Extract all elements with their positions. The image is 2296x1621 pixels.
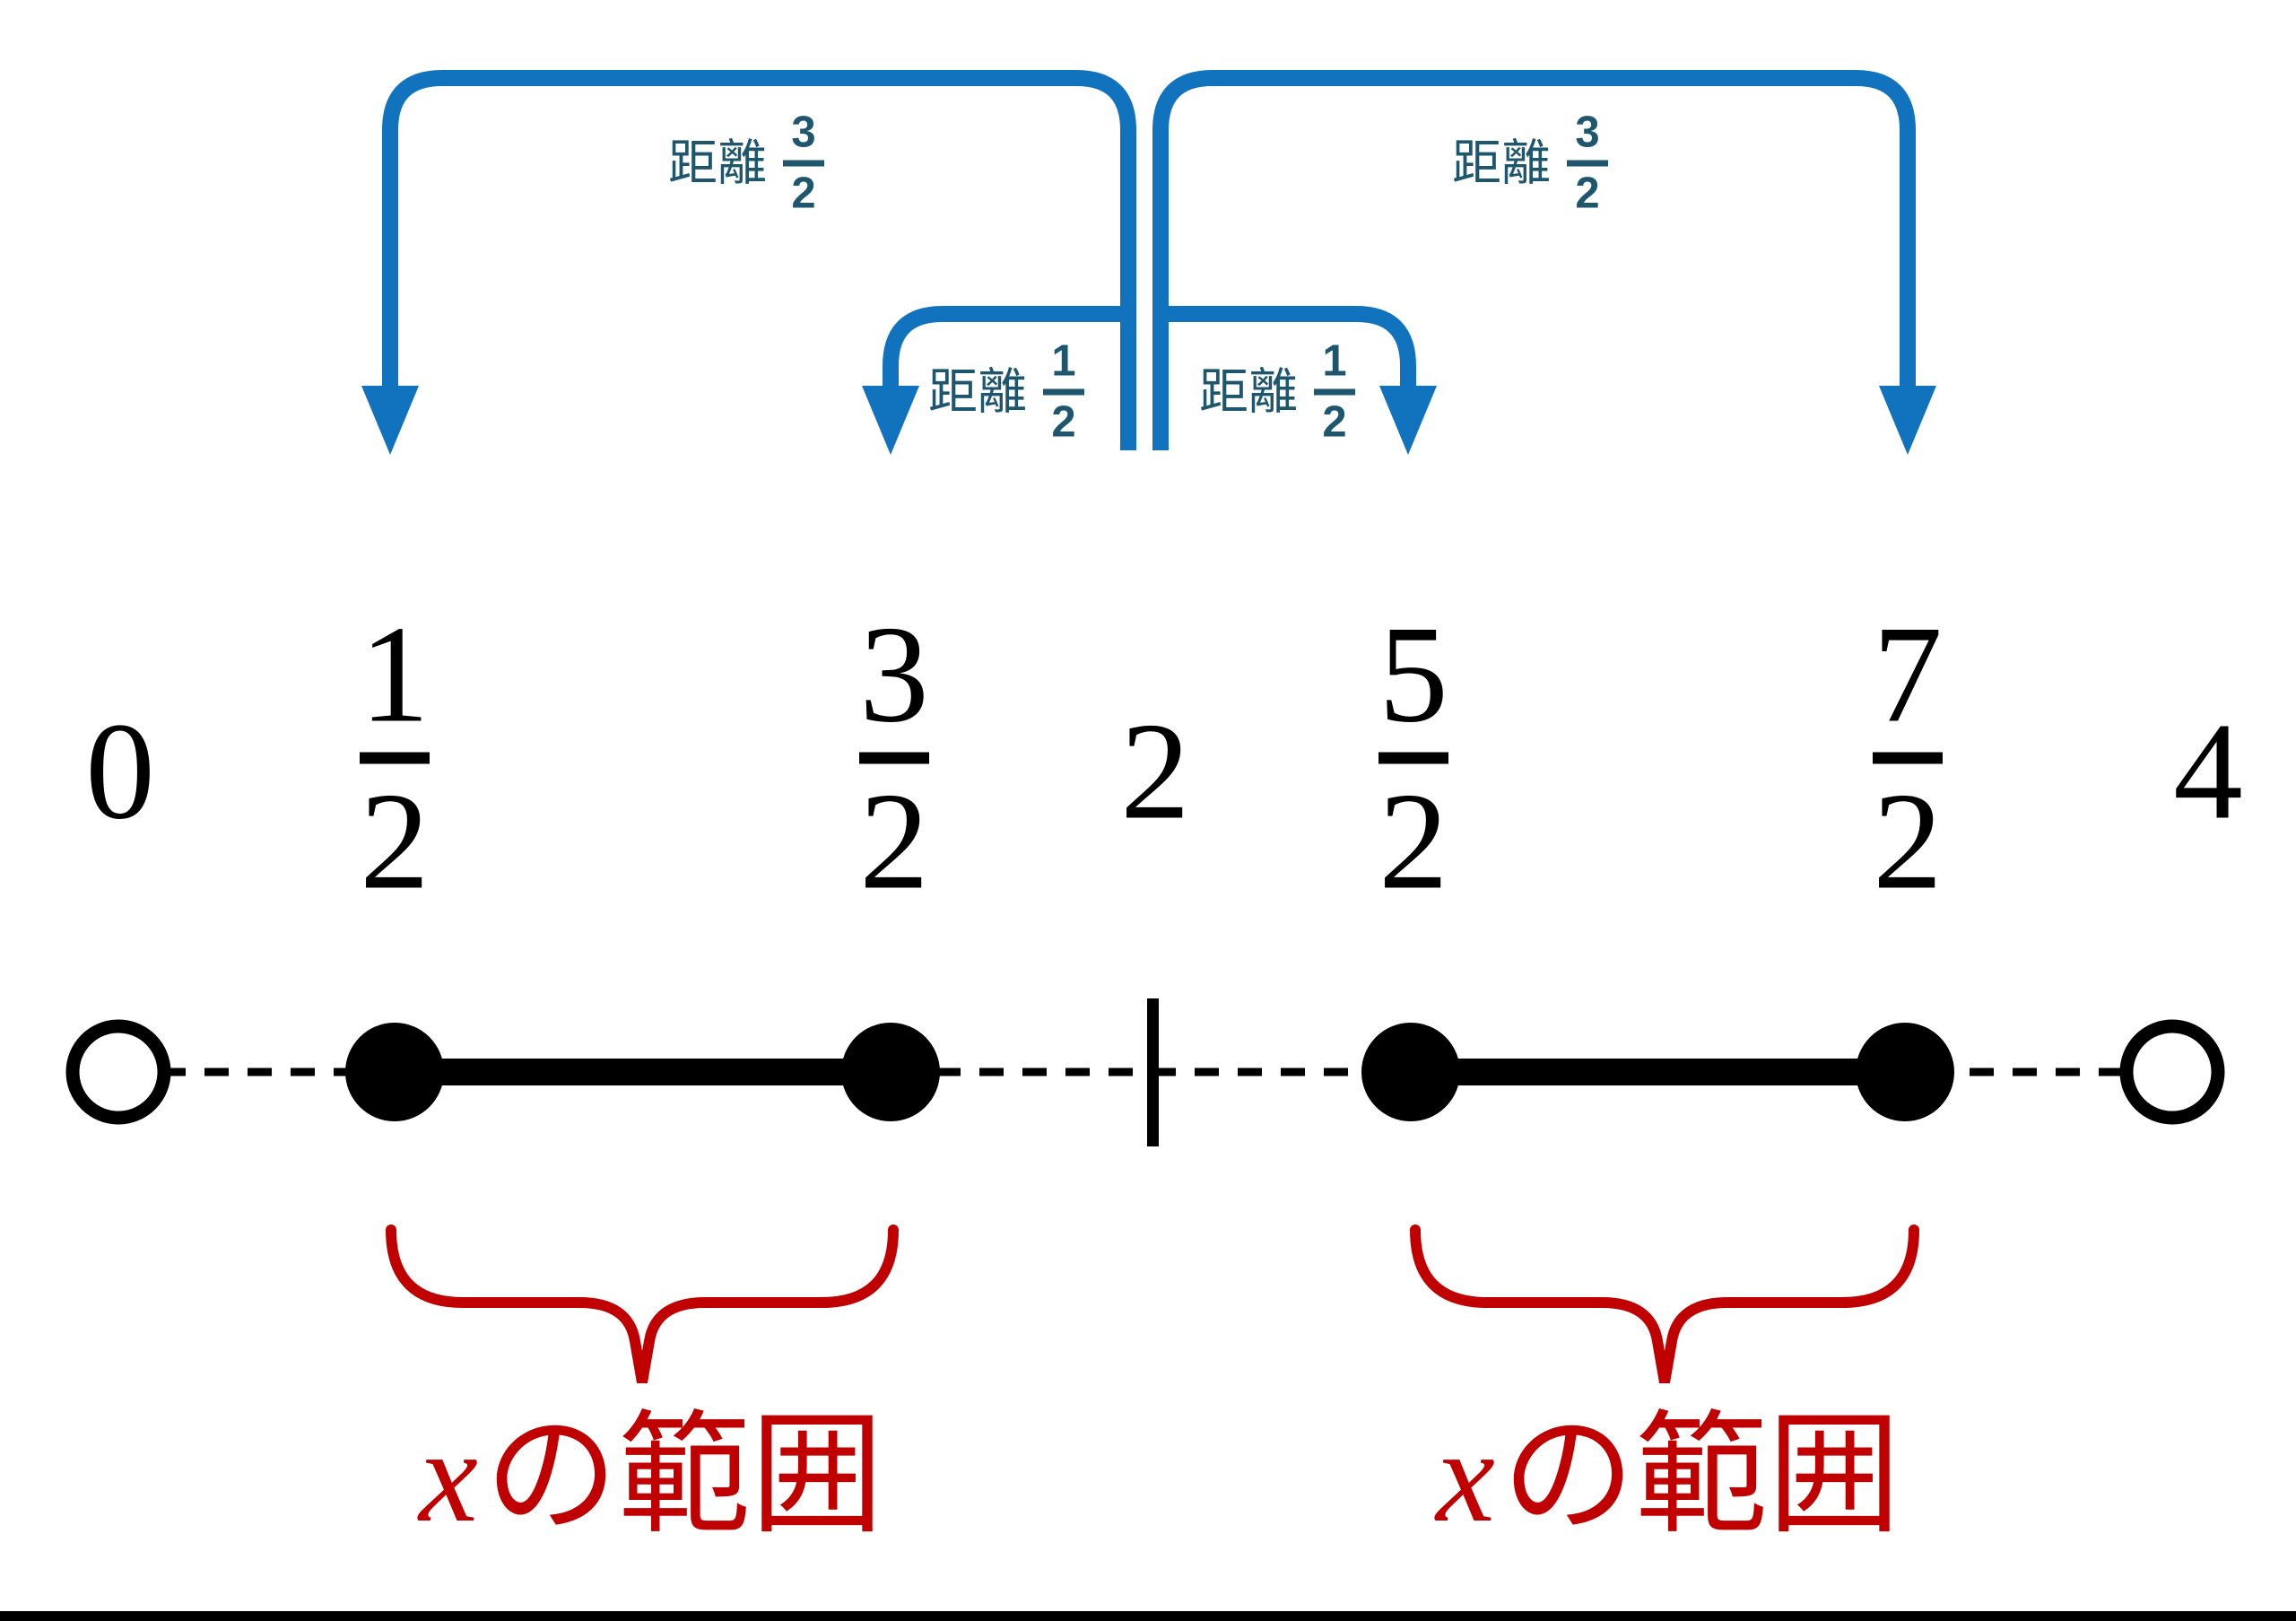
distance-label-big-left: 距離 3 2: [667, 108, 825, 218]
fraction-bar: [783, 160, 825, 167]
axis-label-5-2: 5 2: [1378, 597, 1448, 919]
range-label-right: xの範囲: [1436, 1410, 1900, 1543]
distance-brackets: [382, 70, 1916, 450]
axis-number: 0: [85, 693, 155, 849]
range-x: x: [419, 1403, 478, 1550]
distance-fraction: 1 2: [1314, 336, 1356, 447]
filled-circle-3-2: [841, 1023, 940, 1121]
range-label-left: xの範囲: [419, 1410, 883, 1543]
arrow-down-icon: [862, 386, 919, 455]
fraction-denominator: 2: [791, 169, 816, 218]
fraction-bar: [1043, 388, 1085, 396]
small-left-bracket: [883, 306, 1136, 393]
distance-label-small-right: 距離 1 2: [1198, 336, 1356, 447]
fraction-numerator: 7: [1873, 597, 1943, 752]
fraction-denominator: 2: [1873, 763, 1943, 919]
open-circle-4: [2119, 1019, 2225, 1125]
fraction-bar: [1314, 388, 1356, 396]
axis-fraction: 3 2: [859, 597, 929, 919]
filled-circle-5-2: [1361, 1023, 1460, 1121]
left-underbrace: [386, 1224, 899, 1384]
fraction-denominator: 2: [1322, 397, 1347, 447]
big-right-bracket: [1152, 70, 1916, 450]
fraction-bar: [360, 752, 430, 764]
filled-circle-7-2: [1856, 1023, 1954, 1121]
distance-fraction: 3 2: [783, 108, 825, 218]
fraction-bar: [1378, 752, 1448, 764]
axis-number: 4: [2173, 693, 2243, 849]
range-x: x: [1436, 1403, 1495, 1550]
fraction-numerator: 1: [1051, 336, 1076, 386]
range-text: の範囲: [1501, 1403, 1900, 1550]
fraction-bar: [859, 752, 929, 764]
number-line: [65, 998, 2225, 1146]
distance-label-small-left: 距離 1 2: [927, 336, 1085, 447]
axis-fraction: 7 2: [1873, 597, 1943, 919]
fraction-numerator: 3: [859, 597, 929, 752]
filled-circle-1-2: [345, 1023, 444, 1121]
fraction-numerator: 1: [1322, 336, 1347, 386]
axis-fraction: 1 2: [360, 597, 430, 919]
bottom-black-bar: [0, 1611, 2296, 1621]
tick-at-2: [1147, 998, 1159, 1146]
distance-fraction: 1 2: [1043, 336, 1085, 447]
fraction-numerator: 1: [360, 597, 430, 752]
arrow-down-icon: [361, 386, 419, 455]
axis-label-2: 2: [1120, 702, 1190, 841]
arrow-down-icon: [1879, 386, 1936, 455]
axis-label-1-2: 1 2: [360, 597, 430, 919]
arrow-down-icon: [1379, 386, 1437, 455]
distance-text: 距離: [1198, 363, 1299, 420]
fraction-denominator: 2: [1051, 397, 1076, 447]
axis-number: 2: [1120, 693, 1190, 849]
fraction-numerator: 5: [1378, 597, 1448, 752]
small-right-bracket: [1152, 306, 1416, 393]
axis-label-4: 4: [2173, 702, 2243, 841]
axis-fraction: 5 2: [1378, 597, 1448, 919]
fraction-bar: [1567, 160, 1609, 167]
right-underbrace: [1410, 1224, 1919, 1384]
fraction-numerator: 3: [1575, 108, 1600, 157]
big-left-bracket: [382, 70, 1136, 450]
fraction-denominator: 2: [1575, 169, 1600, 218]
fraction-bar: [1873, 752, 1943, 764]
fraction-denominator: 2: [1378, 763, 1448, 919]
distance-label-big-right: 距離 3 2: [1451, 108, 1609, 218]
fraction-denominator: 2: [859, 763, 929, 919]
distance-text: 距離: [667, 135, 768, 191]
axis-label-3-2: 3 2: [859, 597, 929, 919]
axis-label-0: 0: [85, 702, 155, 841]
distance-text: 距離: [927, 363, 1028, 420]
open-circle-0: [65, 1019, 171, 1125]
axis-label-7-2: 7 2: [1873, 597, 1943, 919]
bracket-arrowheads: [361, 386, 1936, 455]
distance-text: 距離: [1451, 135, 1552, 191]
range-text: の範囲: [484, 1403, 883, 1550]
range-braces: [386, 1224, 1919, 1384]
fraction-denominator: 2: [360, 763, 430, 919]
distance-fraction: 3 2: [1567, 108, 1609, 218]
fraction-numerator: 3: [791, 108, 816, 157]
